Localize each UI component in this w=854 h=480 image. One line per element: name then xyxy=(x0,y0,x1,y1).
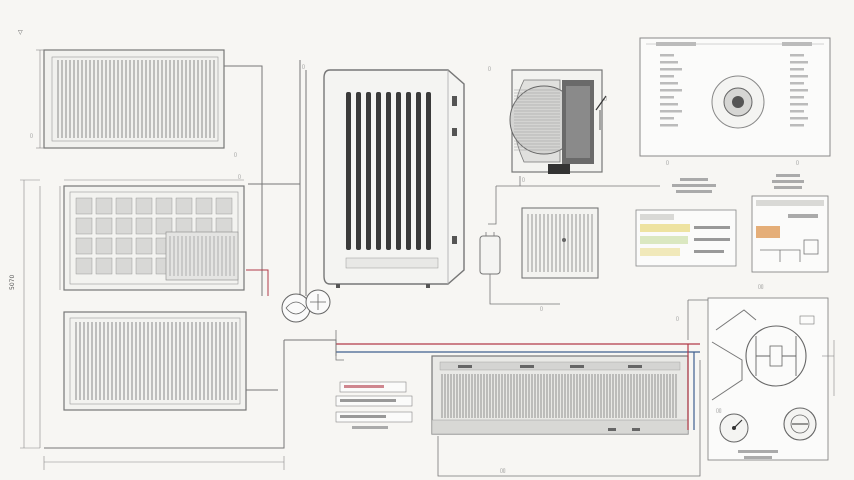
svg-text:▯: ▯ xyxy=(238,174,241,180)
svg-text:▯: ▯ xyxy=(234,152,237,158)
svg-text:▯: ▯ xyxy=(522,177,525,183)
valve-detail-caption-block xyxy=(738,450,778,459)
note-block xyxy=(672,174,804,193)
svg-text:▯▯: ▯▯ xyxy=(758,284,764,290)
svg-text:▯: ▯ xyxy=(796,160,799,166)
svg-text:▯: ▯ xyxy=(488,66,491,72)
piping xyxy=(44,60,337,449)
svg-text:▯▯: ▯▯ xyxy=(500,468,506,474)
svg-text:▯▯: ▯▯ xyxy=(716,408,722,414)
svg-text:▯: ▯ xyxy=(676,316,679,322)
spec-sheet: ▯ ▯ xyxy=(639,37,831,166)
outdoor-fan-unit: ▯ ▯ xyxy=(488,66,607,174)
svg-text:▯: ▯ xyxy=(666,160,669,166)
dim-marker-top: ▽ xyxy=(18,29,23,36)
svg-text:▯: ▯ xyxy=(604,96,607,102)
dimension-lines xyxy=(20,179,285,470)
callout-notes xyxy=(335,381,413,429)
evaporator-coil xyxy=(431,355,689,435)
svg-text:▯: ▯ xyxy=(302,64,305,70)
gauge-icon xyxy=(719,413,749,443)
svg-text:▯: ▯ xyxy=(540,306,543,312)
radiator-cabinet xyxy=(323,69,465,288)
height-dimension-label: 5070 xyxy=(9,275,16,290)
piping-right xyxy=(488,176,660,305)
control-wiring-box: ▯▯ xyxy=(751,195,829,290)
legend-table xyxy=(635,209,737,267)
condenser-coil-bottom xyxy=(63,311,247,411)
dial-icon xyxy=(783,407,817,441)
accumulator-tank xyxy=(479,232,501,275)
refrigerant-lines xyxy=(335,330,701,477)
small-coil xyxy=(521,207,599,279)
condenser-coil-middle: ▯ xyxy=(59,174,245,291)
fan-rotor-icon xyxy=(281,289,331,323)
condenser-coil-top: ▽ ▯ ▯ xyxy=(18,29,237,158)
valve-detail: ▯▯ xyxy=(687,297,835,461)
svg-text:▯: ▯ xyxy=(30,133,33,139)
